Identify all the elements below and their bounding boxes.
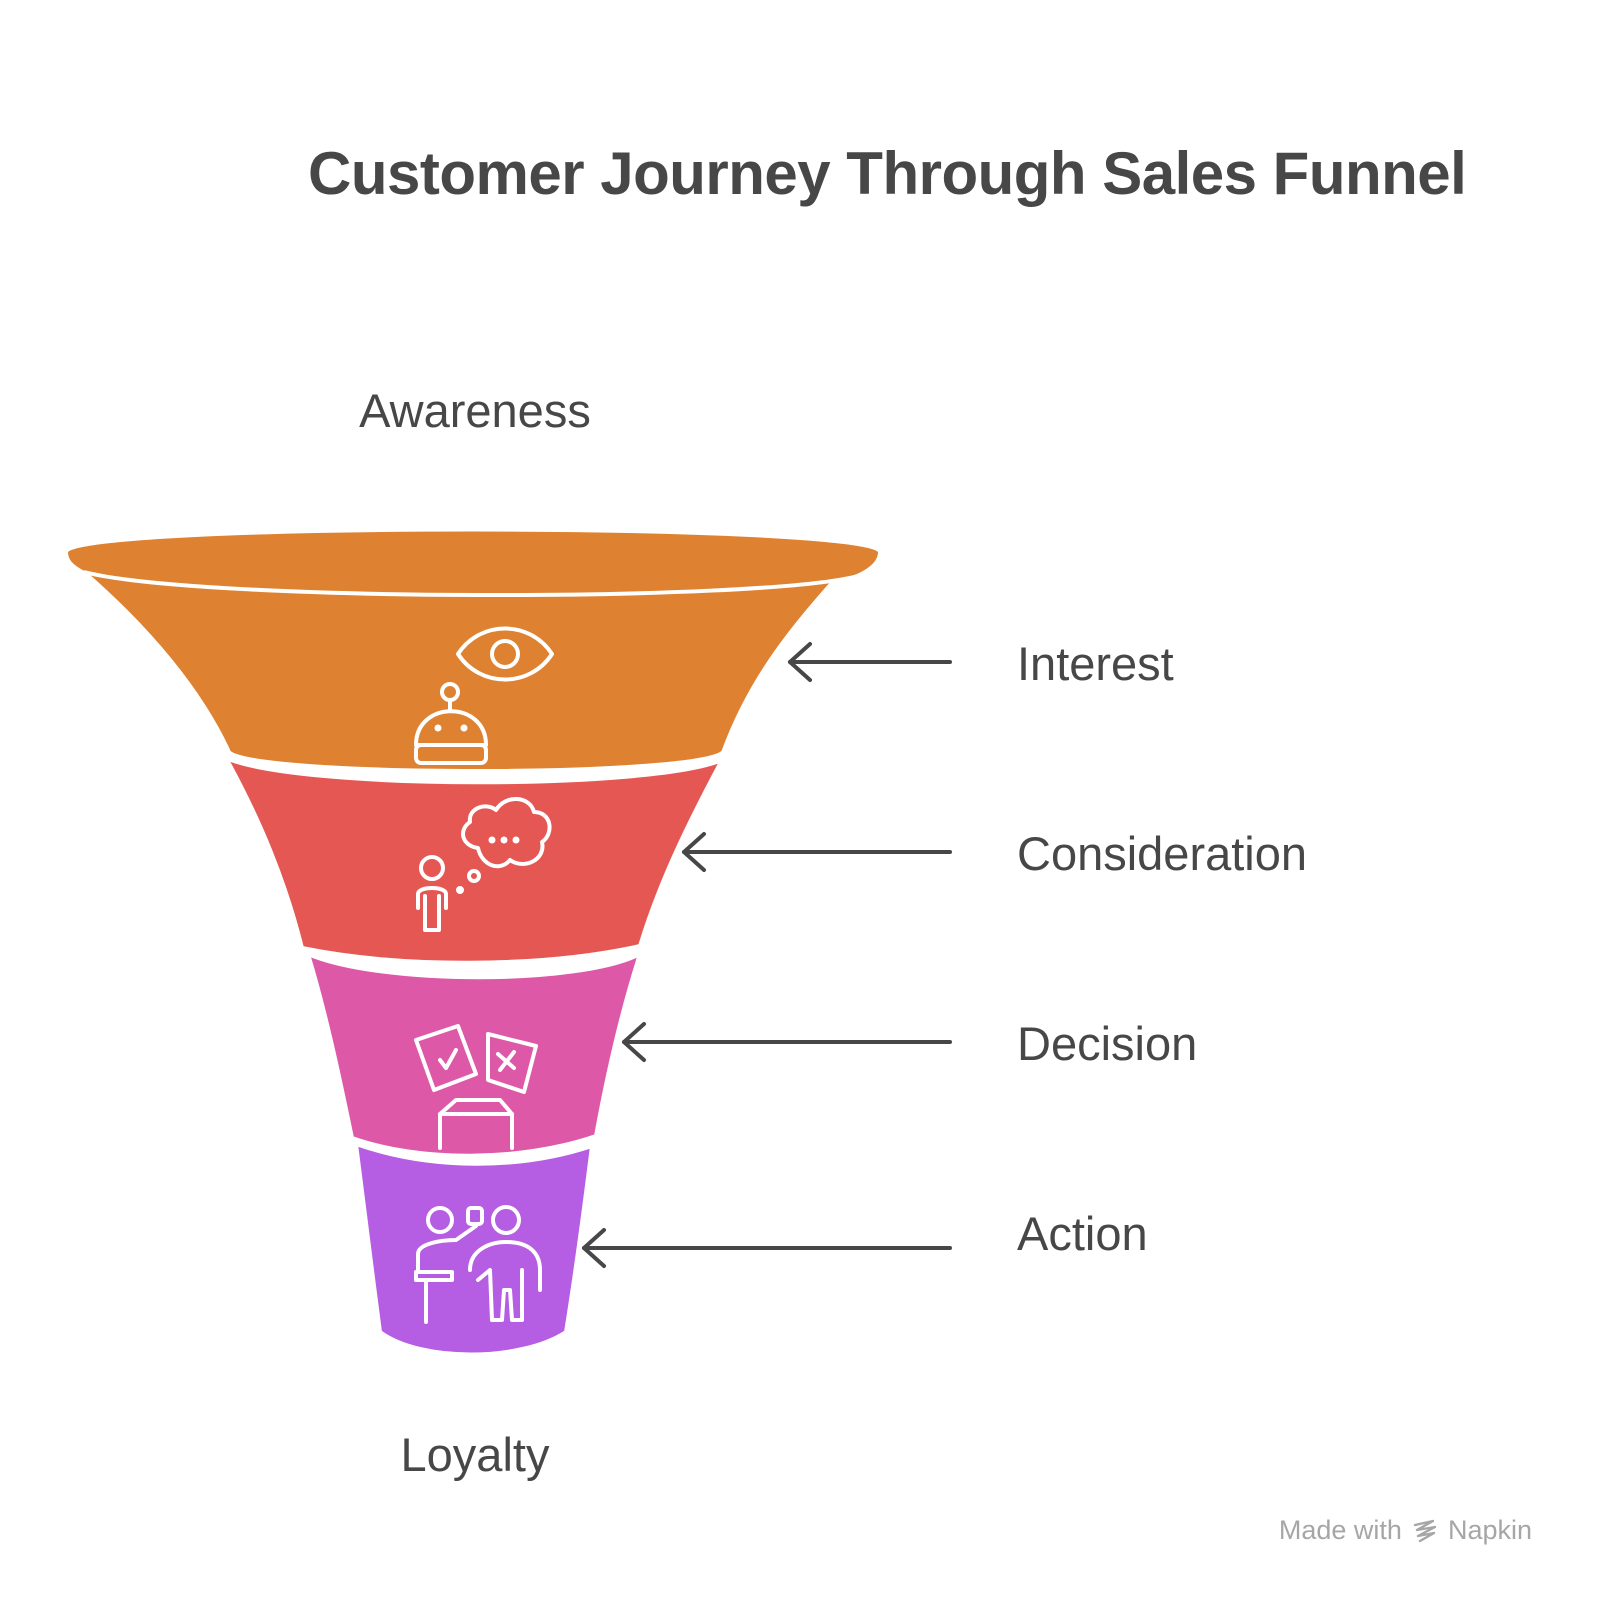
- funnel-segment-consideration: [221, 753, 727, 965]
- label-consideration: Consideration: [1017, 827, 1308, 880]
- napkin-logo-icon: [1413, 1519, 1437, 1542]
- made-with-text: Made with: [1278, 1515, 1402, 1545]
- funnel-segment-decision: [304, 950, 644, 1158]
- arrow-consideration: [682, 832, 952, 872]
- presenter-icon: [414, 1205, 542, 1324]
- arrow-decision: [622, 1022, 952, 1062]
- label-action: Action: [1017, 1207, 1148, 1260]
- arrow-action: [582, 1228, 952, 1268]
- label-loyalty: Loyalty: [400, 1428, 550, 1481]
- funnel-segment-interest: [63, 527, 883, 773]
- napkin-brand-text: Napkin: [1447, 1515, 1532, 1545]
- thinking-person-icon: [416, 797, 552, 932]
- label-awareness: Awareness: [359, 384, 591, 437]
- decision-cards-icon: [414, 1024, 538, 1150]
- arrow-interest: [788, 642, 952, 682]
- made-with-napkin-footer: Made with Napkin: [1279, 1515, 1532, 1546]
- diagram-title: Customer Journey Through Sales Funnel: [308, 140, 1467, 207]
- label-decision: Decision: [1017, 1017, 1198, 1070]
- observing-robot-icon: [414, 626, 554, 765]
- funnel-segment-action: [353, 1141, 595, 1357]
- label-interest: Interest: [1017, 637, 1174, 690]
